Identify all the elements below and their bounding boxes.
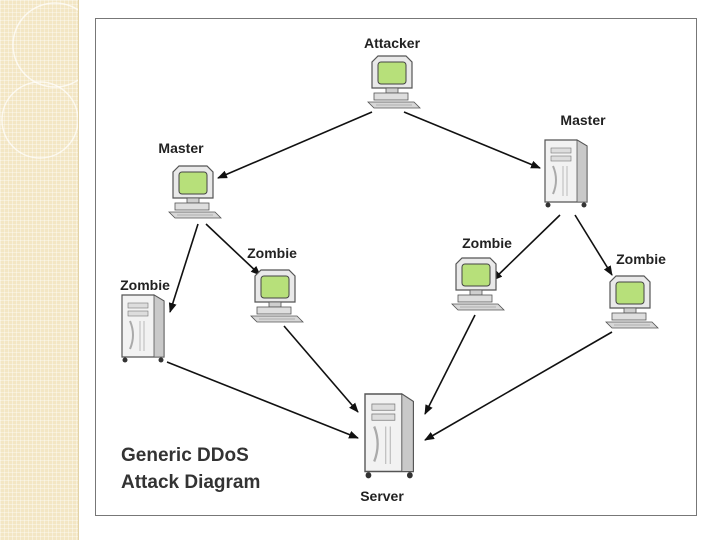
zombie-2-computer-icon [250,269,304,323]
arrow-zombie-4-to-server [424,331,613,441]
arrow-master-left-to-zombie-1 [168,223,199,313]
zombie-1-server-icon [121,294,165,364]
arrow-attacker-to-master-right [403,111,541,169]
zombie-3-label: Zombie [462,235,512,251]
decorative-sidebar [0,0,78,540]
zombie-3-computer-icon [451,257,505,311]
attacker-label: Attacker [364,35,421,51]
arrow-attacker-to-master-left [217,111,373,179]
arrow-zombie-3-to-server [424,314,476,415]
arrows [166,111,613,441]
caption-line-1: Generic DDoS [121,445,249,466]
master-left-label: Master [158,140,204,156]
master-right-server-icon [544,139,588,209]
arrow-master-left-to-zombie-2 [205,223,261,276]
sidebar-circles [1,2,78,159]
master-left-computer-icon [168,165,222,219]
arrow-zombie-2-to-server [283,325,359,413]
attacker-computer-icon [367,55,421,109]
zombie-2-label: Zombie [247,245,297,261]
zombie-4-computer-icon [605,275,659,329]
zombie-1-label: Zombie [120,277,170,293]
target-server-icon [363,392,415,480]
arrow-master-right-to-zombie-3 [492,214,561,281]
arrow-master-right-to-zombie-4 [574,214,613,276]
master-right-label: Master [560,112,606,128]
zombie-4-label: Zombie [616,251,666,267]
sidebar-edge [78,0,79,540]
arrow-zombie-1-to-server [166,361,359,439]
server-label: Server [360,488,404,504]
caption-line-2: Attack Diagram [121,472,260,493]
